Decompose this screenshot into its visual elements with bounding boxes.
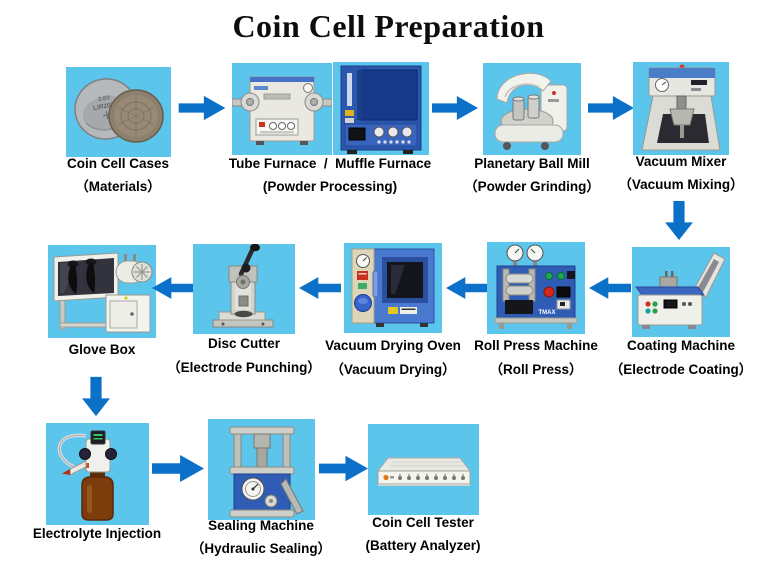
vacuum-mixer-sublabel: （Vacuum Mixing） xyxy=(618,177,744,192)
arrow-right-icon xyxy=(152,454,204,483)
sealing-machine-sublabel: （Hydraulic Sealing） xyxy=(190,541,332,556)
coin-model-text: LIR2032 xyxy=(93,101,119,112)
coin-cell-tester-image xyxy=(376,457,472,486)
coin-cell-cases-sublabel: （Materials） xyxy=(75,179,161,194)
muffle-furnace-tile xyxy=(333,62,429,155)
coin-cell-cases-label: Coin Cell Cases xyxy=(66,156,170,171)
tube-furnace-image xyxy=(232,76,332,145)
sealing-machine-image xyxy=(229,426,304,518)
electrolyte-injection-tile xyxy=(46,423,149,525)
coating-machine-sublabel: （Electrode Coating） xyxy=(609,362,753,377)
arrow-left-icon xyxy=(152,277,194,299)
vacuum-mixer-image xyxy=(641,64,721,151)
arrow-left-icon xyxy=(299,277,341,299)
planetary-ball-mill-image xyxy=(494,72,568,150)
vacuum-drying-oven-image xyxy=(351,248,435,327)
arrow-right-icon xyxy=(319,455,368,482)
electrolyte-injection-image xyxy=(57,430,117,521)
tube-furnace-tile xyxy=(232,63,332,155)
electrolyte-injection-label: Electrolyte Injection xyxy=(32,526,162,541)
sealing-machine-tile xyxy=(208,419,315,520)
disc-cutter-sublabel: （Electrode Punching） xyxy=(167,360,321,375)
vacuum-drying-oven-tile xyxy=(344,243,442,333)
glove-box-label: Glove Box xyxy=(68,342,136,357)
coating-machine-tile xyxy=(632,247,730,337)
roll-press-machine-tile: TMAX xyxy=(487,242,585,334)
arrow-left-icon xyxy=(589,277,631,299)
page-title: Coin Cell Preparation xyxy=(232,8,545,44)
vacuum-drying-oven-sublabel: （Vacuum Drying） xyxy=(330,362,456,377)
planetary-ball-mill-label: Planetary Ball Mill xyxy=(474,156,590,171)
arrow-down-icon xyxy=(82,376,110,417)
coin-voltage-text: 3.6V xyxy=(98,95,111,103)
roll-press-machine-image: TMAX xyxy=(494,244,578,329)
planetary-ball-mill-tile xyxy=(483,63,581,155)
furnace-label: Tube Furnace / Muffle Furnace xyxy=(228,156,432,171)
arrow-down-icon xyxy=(665,201,693,240)
coating-machine-label: Coating Machine xyxy=(626,338,736,353)
furnace-sublabel: (Powder Processing) xyxy=(262,179,398,194)
disc-cutter-label: Disc Cutter xyxy=(207,336,281,351)
muffle-furnace-image xyxy=(340,65,422,154)
vacuum-mixer-label: Vacuum Mixer xyxy=(635,154,727,169)
coin-cell-cases-image: 3.6V LIR2032 xyxy=(74,78,164,143)
arrow-right-icon xyxy=(178,95,226,121)
coin-cell-tester-sublabel: (Battery Analyzer) xyxy=(365,538,481,553)
arrow-left-icon xyxy=(446,277,488,299)
coin-cell-cases-tile: 3.6V LIR2032 xyxy=(66,67,171,157)
vacuum-mixer-tile xyxy=(633,62,729,155)
coating-machine-image xyxy=(635,252,726,329)
vacuum-drying-oven-label: Vacuum Drying Oven xyxy=(325,338,461,353)
arrow-right-icon xyxy=(432,96,478,120)
arrow-right-icon xyxy=(588,96,634,120)
glove-box-image xyxy=(53,252,153,333)
coin-cell-tester-tile xyxy=(368,424,479,515)
coin-cell-tester-label: Coin Cell Tester xyxy=(372,515,474,530)
disc-cutter-image xyxy=(212,244,274,328)
planetary-ball-mill-sublabel: （Powder Grinding） xyxy=(464,179,600,194)
glove-box-tile xyxy=(48,245,156,338)
roll-press-machine-label: Roll Press Machine xyxy=(474,338,598,353)
sealing-machine-label: Sealing Machine xyxy=(208,518,314,533)
roll-press-brand-text: TMAX xyxy=(539,310,556,316)
roll-press-machine-sublabel: （Roll Press） xyxy=(489,362,583,377)
disc-cutter-tile xyxy=(193,244,295,334)
